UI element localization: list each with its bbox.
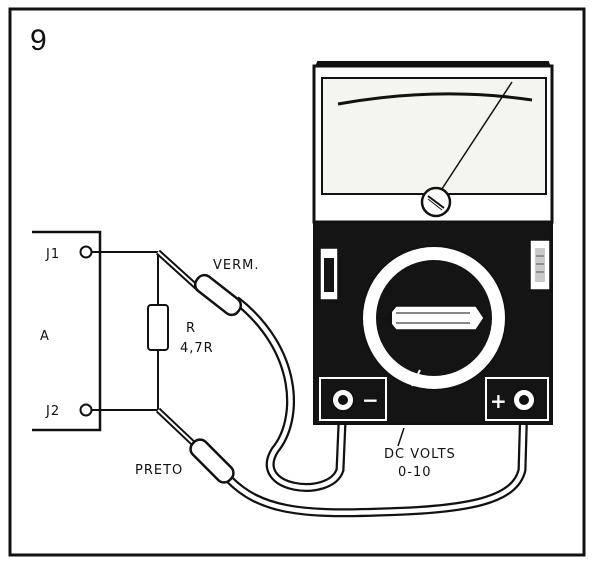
terminal-j2-label: J2 bbox=[45, 404, 60, 419]
terminal-j2 bbox=[79, 403, 93, 417]
terminal-j1-label: J1 bbox=[45, 247, 60, 262]
resistor bbox=[147, 304, 169, 351]
terminal-j1 bbox=[79, 245, 93, 259]
red-probe-handle bbox=[193, 273, 243, 317]
range-label-line2: 0-10 bbox=[398, 465, 432, 480]
meter-scale-arc bbox=[337, 92, 533, 106]
resistor-circuit bbox=[92, 251, 169, 411]
positive-jack-symbol: + bbox=[490, 389, 507, 413]
selector-pointer bbox=[380, 312, 392, 324]
board-label: A bbox=[40, 329, 50, 344]
multimeter: − + bbox=[312, 61, 554, 425]
resistor-label: R bbox=[186, 321, 196, 336]
red-lead-label: VERM. bbox=[213, 258, 260, 273]
circuit-board: A J1 J2 bbox=[32, 230, 102, 432]
range-label-pointer bbox=[397, 427, 405, 447]
negative-jack-symbol: − bbox=[362, 388, 379, 412]
positive-jack-plate bbox=[485, 377, 549, 421]
figure-number: 9 bbox=[30, 24, 47, 57]
resistor-value: 4,7R bbox=[180, 341, 214, 356]
black-probe-handle bbox=[189, 438, 235, 484]
black-probe-lead bbox=[155, 399, 529, 518]
range-label-line1: DC VOLTS bbox=[384, 447, 456, 462]
black-lead-label: PRETO bbox=[135, 463, 183, 478]
meter-needle bbox=[435, 81, 513, 199]
figure-frame bbox=[8, 7, 586, 557]
red-probe-lead bbox=[155, 249, 348, 492]
